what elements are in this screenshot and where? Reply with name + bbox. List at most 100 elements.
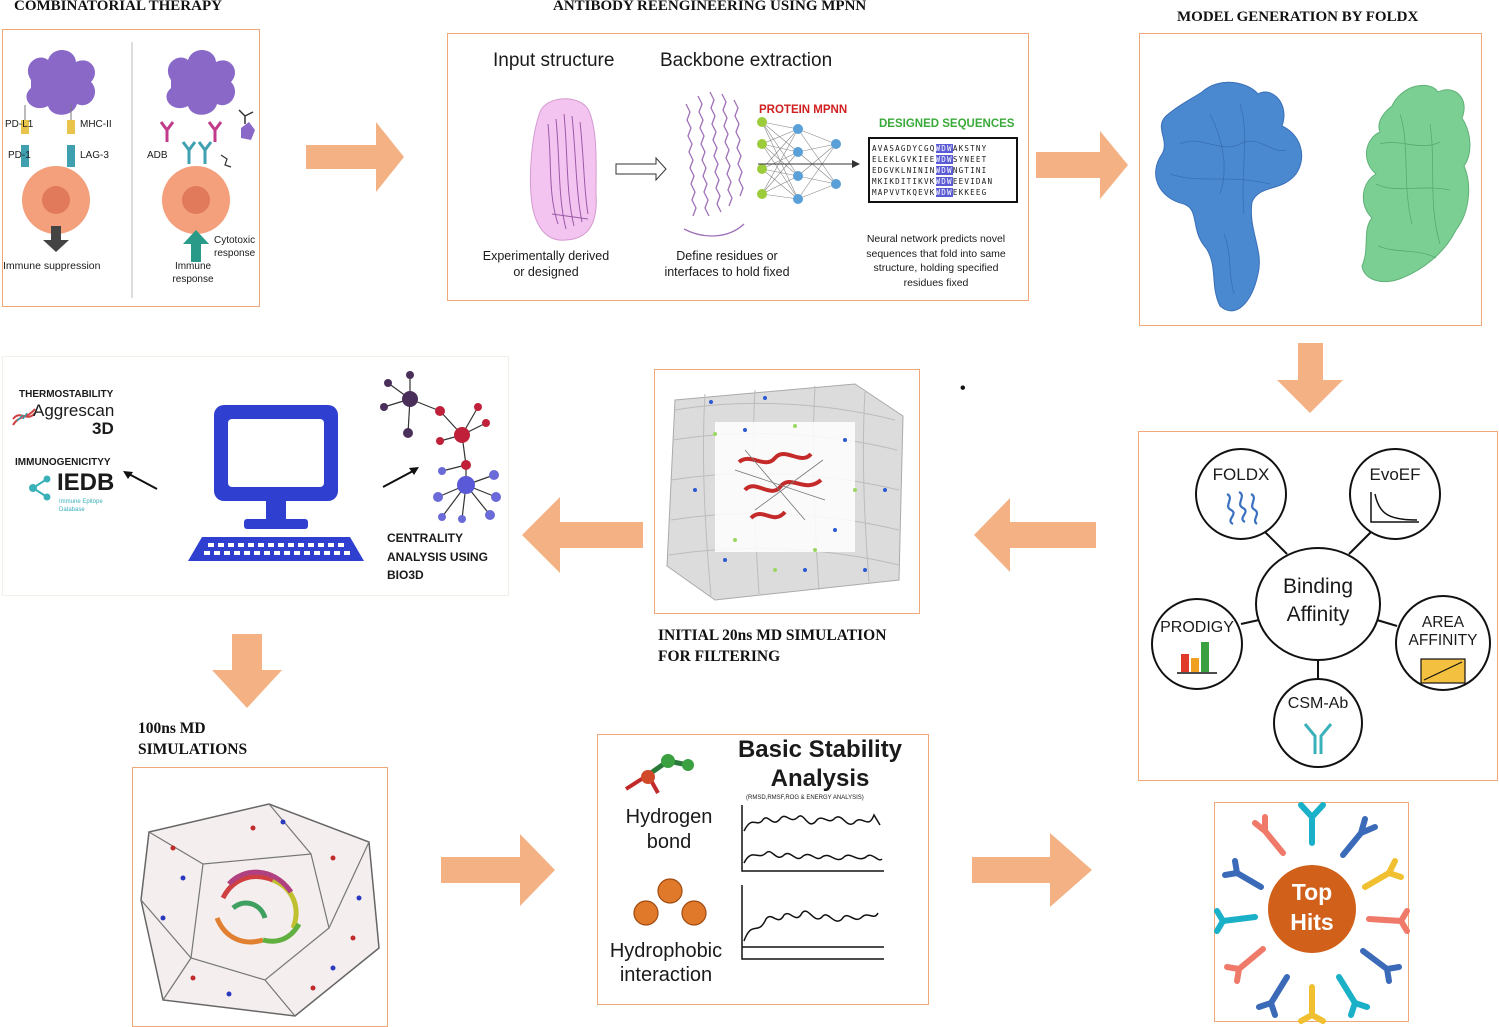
- input-structure-label: Input structure: [493, 50, 615, 71]
- sequence-row: AVASAGDYCGQWDWAKSTNY: [872, 144, 988, 153]
- hydrogen-bond-icon: [624, 754, 694, 794]
- sequences-caption: Neural network predicts novel sequences …: [866, 233, 1006, 289]
- initial-md-caption: INITIAL 20ns MD SIMULATION FOR FILTERING: [658, 627, 887, 665]
- protein-icon: [1226, 491, 1259, 525]
- open-arrow-icon: [615, 156, 667, 182]
- pd-l1-label: PD-L1: [5, 119, 34, 130]
- input-caption: Experimentally derived or designed: [482, 249, 610, 279]
- hydrophobic-label: Hydrophobic interaction: [609, 940, 723, 986]
- analysis-panel: THERMOSTABILITY Aggrescan 3D IMMUNOGENIC…: [2, 356, 509, 596]
- sequence-row: ELEKLGVKIEEWDWSYNEET: [872, 155, 988, 164]
- md100-title: 100ns MD SIMULATIONS: [138, 720, 248, 758]
- md-box-illustration: [666, 383, 904, 601]
- protein-ribbon: [737, 452, 823, 520]
- arrow-down-2: [212, 634, 282, 708]
- prodigy-node: [1151, 598, 1243, 690]
- model-generation-title: MODEL GENERATION BY FOLDX: [1177, 9, 1419, 25]
- dna-icon: [12, 408, 36, 426]
- sequence-row: MAPVVTKQEVKWDWEKKEEG: [872, 188, 988, 197]
- sequence-row: MKIKDITIKVKWDWEEVIDAN: [872, 177, 994, 186]
- cytotoxic-response-label: Cytotoxic response: [214, 235, 256, 259]
- combinatorial-therapy-panel: PD-L1 MHC-II PD-1 LAG-3 Immune suppressi…: [2, 29, 260, 307]
- md100-protein: [214, 869, 302, 945]
- blue-model: [1155, 81, 1303, 312]
- pd-1-label: PD-1: [8, 150, 31, 161]
- binding-affinity-connectors: [1240, 531, 1398, 678]
- prodigy-tool-label: PRODIGY: [1160, 619, 1234, 636]
- backbone-icon: [683, 91, 745, 237]
- adb-label: ADB: [147, 150, 168, 161]
- iedb-subtitle: Immune Epitope Database: [59, 499, 103, 513]
- hydrogen-bond-label: Hydrogen bond: [625, 806, 713, 853]
- top-hits-panel: Top Hits: [1214, 802, 1410, 1024]
- tumor-cell-left: [26, 50, 96, 115]
- stability-title: Basic Stability Analysis: [737, 736, 903, 792]
- immunogenicity-label: IMMUNOGENICITYY: [15, 457, 111, 468]
- area-affinity-node: [1395, 595, 1491, 691]
- green-model: [1361, 84, 1471, 282]
- neural-network-icon: [757, 117, 860, 204]
- evoef-tool-label: EvoEF: [1369, 465, 1421, 484]
- md100-panel: [132, 767, 388, 1027]
- bullet: •: [960, 380, 966, 397]
- top-hits-antibodies: [1214, 802, 1410, 1024]
- antibody-reengineering-title: ANTIBODY REENGINEERING USING MPNN: [553, 0, 867, 14]
- immune-response-label: Immune response: [172, 261, 214, 285]
- hydrophobic-icon: [633, 878, 707, 926]
- evoef-node: [1349, 448, 1441, 540]
- backbone-extraction-label: Backbone extraction: [660, 50, 833, 71]
- aggrescan-label: Aggrescan: [33, 401, 115, 420]
- stability-panel: Basic Stability Analysis (RMSD,RMSF,ROG …: [597, 734, 929, 1005]
- aggrescan-3d-label: 3D: [92, 419, 114, 438]
- backbone-caption: Define residues or interfaces to hold fi…: [664, 249, 790, 279]
- arrow-to-tools: [123, 471, 158, 490]
- computer-icon: [188, 405, 364, 561]
- csm-ab-node: [1273, 678, 1363, 768]
- mpnn-illustration: [529, 91, 860, 241]
- arrow-right-3: [441, 834, 555, 906]
- combinatorial-therapy-title: COMBINATORIAL THERAPY: [14, 0, 222, 14]
- binding-affinity-label: Binding Affinity: [1282, 575, 1354, 626]
- iedb-logo-icon: [29, 475, 51, 501]
- area-icon: [1420, 658, 1466, 684]
- top-hits-badge: [1268, 865, 1356, 953]
- arrow-down-1: [1277, 343, 1343, 413]
- iedb-label: IEDB: [57, 469, 115, 496]
- mhc-ii-label: MHC-II: [80, 119, 112, 130]
- top-hits-label: Top Hits: [1290, 879, 1334, 935]
- network-graph-icon: [380, 371, 501, 523]
- area-affinity-tool-label: AREA AFFINITY: [1408, 614, 1478, 649]
- tumor-cell-right: [166, 50, 236, 115]
- foldx-models: [1155, 81, 1471, 312]
- sequence-box: AVASAGDYCGQWDWAKSTNY ELEKLGVKIEEWDWSYNEE…: [868, 137, 1018, 203]
- stability-plots: [741, 805, 884, 960]
- foldx-tool-label: FOLDX: [1212, 465, 1270, 484]
- designed-sequences-label: DESIGNED SEQUENCES: [879, 118, 1015, 130]
- binding-affinity-hub: [1255, 547, 1381, 661]
- initial-md-panel: [654, 369, 920, 614]
- arrow-right-4: [972, 833, 1092, 907]
- arrow-left-2: [522, 497, 643, 573]
- antibody-reengineering-panel: Input structure Backbone extraction: [447, 33, 1029, 301]
- antibody-icon: [1303, 723, 1333, 754]
- bar-chart-icon: [1177, 642, 1217, 674]
- immune-suppression-label: Immune suppression: [3, 260, 101, 272]
- therapy-illustration: [21, 42, 255, 298]
- protein-mpnn-label: PROTEIN MPNN: [759, 104, 848, 116]
- md100-illustration: [140, 803, 380, 1017]
- arrow-right-1: [306, 122, 404, 192]
- bullet: •: [960, 380, 966, 397]
- lag-3-label: LAG-3: [80, 150, 109, 161]
- binding-affinity-panel: Binding Affinity FOLDX EvoEF PRODIGY ARE…: [1138, 431, 1498, 781]
- arrow-left-1: [974, 498, 1096, 572]
- sequence-row: EDGVKLNININWDWNGTINI: [872, 166, 988, 175]
- thermostability-label: THERMOSTABILITY: [19, 389, 114, 400]
- centrality-label: CENTRALITY ANALYSIS USING BIO3D: [387, 531, 488, 582]
- decay-curve-icon: [1370, 492, 1419, 523]
- csm-ab-tool-label: CSM-Ab: [1287, 695, 1349, 712]
- arrow-to-network: [382, 467, 419, 488]
- arrow-right-2: [1036, 131, 1128, 199]
- stability-subtitle: (RMSD,RMSF,ROG & ENERGY ANALYSIS): [746, 795, 864, 801]
- model-generation-panel: [1139, 33, 1482, 326]
